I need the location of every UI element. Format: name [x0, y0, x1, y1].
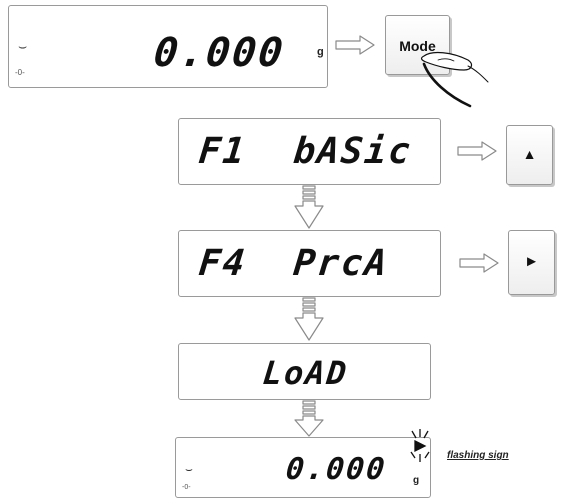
load-display: LoAD	[178, 343, 431, 400]
up-arrow-button[interactable]: ▲	[506, 125, 553, 185]
mode-button[interactable]: Mode	[385, 15, 450, 75]
top-display: ⌣ -0- 0.000 g	[8, 5, 328, 88]
finger-icon	[420, 51, 489, 108]
zero-indicator-icon: -0-	[15, 68, 25, 77]
flashing-sign-icon	[410, 429, 430, 462]
stability-icon: ⌣	[185, 462, 193, 476]
menu-display-basic: F1 bASic	[178, 118, 441, 185]
arrow-down-icon	[294, 400, 324, 437]
right-arrow-button[interactable]: ►	[508, 230, 555, 295]
arrow-right-icon	[459, 253, 499, 273]
up-arrow-icon: ▲	[522, 146, 537, 162]
top-display-unit: g	[317, 46, 324, 58]
flashing-sign-note: flashing sign	[447, 450, 509, 461]
stability-icon: ⌣	[18, 38, 28, 54]
arrow-right-icon	[457, 141, 497, 161]
final-display: ⌣ -0- 0.000 g	[175, 437, 431, 498]
mode-button-label: Mode	[399, 38, 436, 54]
arrow-down-icon	[294, 297, 324, 341]
arrow-down-icon	[294, 185, 324, 229]
menu-display-prca: F4 PrcA	[178, 230, 441, 297]
zero-indicator-icon: -0-	[182, 484, 191, 491]
right-arrow-icon: ►	[524, 253, 539, 270]
final-display-unit: g	[413, 475, 420, 486]
arrow-right-icon	[335, 35, 375, 55]
